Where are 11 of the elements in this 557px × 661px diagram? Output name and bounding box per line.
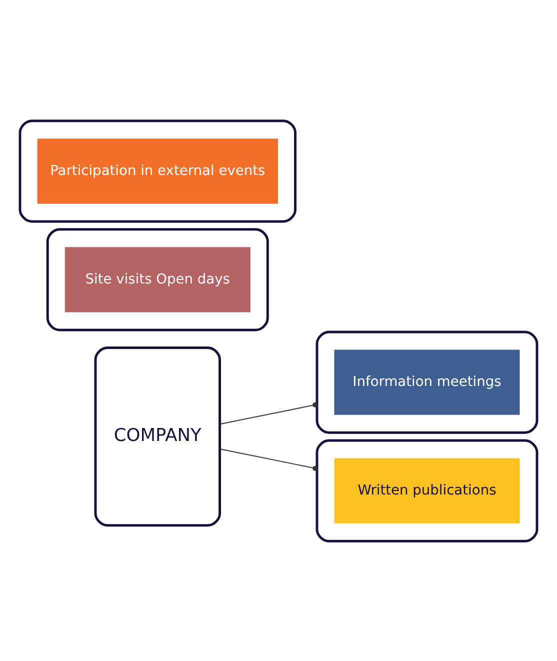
connector [219,402,318,424]
cluster [316,330,538,434]
node-box: COMPANY [94,346,222,526]
cluster [18,119,296,222]
cluster [46,228,269,331]
node-box: Site visits Open days [64,246,250,312]
node-box: Information meetings [334,349,520,414]
cluster [316,438,538,542]
connector [219,448,318,470]
node-box: Participation in external events [37,138,278,204]
node-box: Written publications [334,458,520,523]
